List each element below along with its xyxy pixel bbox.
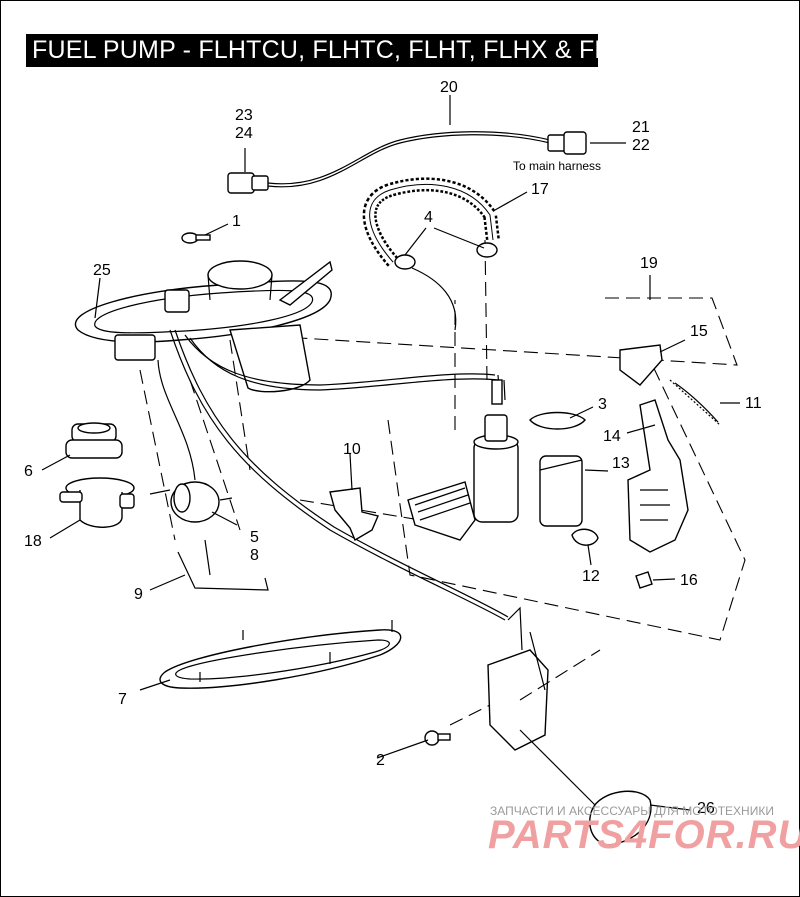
callout-26: 26 (697, 800, 715, 817)
callout-12: 12 (582, 568, 600, 585)
filler-neck (207, 260, 273, 290)
callout-19: 19 (640, 255, 658, 272)
vent-hose-17 (362, 177, 500, 331)
gasket-7 (159, 620, 402, 689)
callout-5: 5 (250, 529, 259, 546)
callout-15: 15 (690, 323, 708, 340)
callout-21: 21 (632, 119, 650, 136)
float (589, 790, 652, 846)
callout-14: 14 (603, 428, 621, 445)
sender-bracket-14 (627, 399, 689, 553)
fuel-strainer (407, 481, 476, 541)
clip-9 (177, 539, 269, 591)
callout-22: 22 (632, 137, 650, 154)
callout-10: 10 (343, 441, 361, 458)
callout-7: 7 (118, 691, 127, 708)
watermark-logo: PARTS4FOR.RU (488, 813, 800, 857)
callout-25: 25 (93, 262, 111, 279)
fuel-pump-body (473, 439, 519, 523)
callout-8: 8 (250, 547, 259, 564)
internal-wires (157, 329, 509, 621)
hose-clamp-right (476, 242, 498, 258)
leader-lines (41, 95, 740, 811)
callout-16: 16 (680, 572, 698, 589)
fitting-18 (59, 477, 135, 528)
fuel-pump-top-plate-25 (74, 260, 333, 393)
watermark: ЗАПЧАСТИ И АКСЕССУАРЫ ДЛЯ МОТОТЕХНИКИ PA… (488, 804, 800, 857)
wiring-harness-20 (227, 131, 587, 194)
pressure-regulator-6 (65, 422, 123, 459)
isolator-13 (539, 455, 583, 527)
part-12 (571, 528, 599, 546)
hose-clamp-left (394, 254, 416, 270)
callout-9: 9 (134, 586, 143, 603)
callout-1: 1 (232, 213, 241, 230)
part-15 (619, 344, 663, 386)
callout-18: 18 (24, 533, 42, 550)
callout-24: 24 (235, 125, 253, 142)
callout-labels: 1 2 3 4 5 6 7 8 9 10 11 12 13 14 15 16 1… (24, 79, 762, 817)
callout-4: 4 (424, 209, 433, 226)
fuel-pump-assembly (407, 379, 586, 541)
diagram-title: FUEL PUMP - FLHTCU, FLHTC, FLHT, FLHX & … (26, 34, 640, 67)
screw-1 (181, 232, 211, 244)
callout-13: 13 (612, 455, 630, 472)
pump-reservoir (229, 324, 311, 393)
screw-2 (424, 730, 440, 746)
harness-note: To main harness (513, 159, 601, 173)
watermark-tagline: ЗАПЧАСТИ И АКСЕССУАРЫ ДЛЯ МОТОТЕХНИКИ (490, 804, 774, 818)
level-sender-group (571, 344, 721, 589)
fuel-filter-5 (149, 481, 233, 523)
isolator-3 (529, 411, 586, 430)
connector-left (227, 172, 255, 194)
callout-20: 20 (440, 79, 458, 96)
callout-23: 23 (235, 107, 253, 124)
nut-16 (635, 571, 653, 589)
callout-17: 17 (531, 181, 549, 198)
callout-2: 2 (376, 752, 385, 769)
callout-11: 11 (745, 395, 762, 412)
dashed-boundaries (139, 239, 746, 641)
bracket-10 (329, 487, 379, 542)
callout-3: 3 (598, 396, 607, 413)
fuel-level-sender-26 (424, 606, 652, 846)
callout-6: 6 (24, 463, 33, 480)
